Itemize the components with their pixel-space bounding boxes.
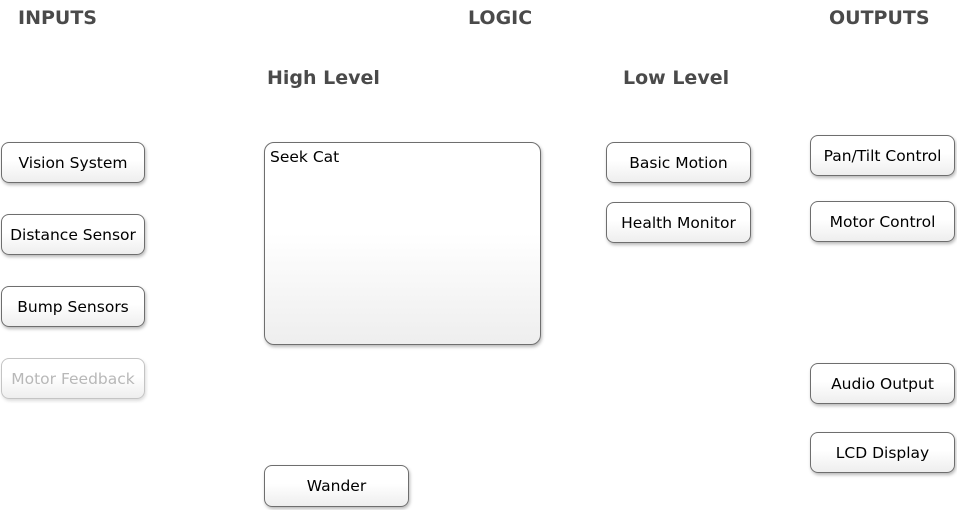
high-level-heading: High Level [267, 67, 380, 89]
motor-control-box[interactable]: Motor Control [810, 201, 955, 242]
seek-cat-label: Seek Cat [270, 148, 340, 166]
outputs-heading: OUTPUTS [829, 7, 930, 29]
logic-heading: LOGIC [468, 7, 533, 29]
basic-motion-box[interactable]: Basic Motion [606, 142, 751, 183]
health-monitor-box[interactable]: Health Monitor [606, 202, 751, 243]
vision-system-box[interactable]: Vision System [1, 142, 145, 183]
audio-output-box[interactable]: Audio Output [810, 363, 955, 404]
pan-tilt-control-box[interactable]: Pan/Tilt Control [810, 135, 955, 176]
seek-cat-container[interactable]: Seek Cat [264, 142, 541, 345]
low-level-heading: Low Level [623, 67, 730, 89]
lcd-display-box[interactable]: LCD Display [810, 432, 955, 473]
wander-box[interactable]: Wander [264, 465, 409, 507]
motor-feedback-box[interactable]: Motor Feedback [1, 358, 145, 399]
bump-sensors-box[interactable]: Bump Sensors [1, 286, 145, 327]
inputs-heading: INPUTS [18, 7, 97, 29]
distance-sensor-box[interactable]: Distance Sensor [1, 214, 145, 255]
